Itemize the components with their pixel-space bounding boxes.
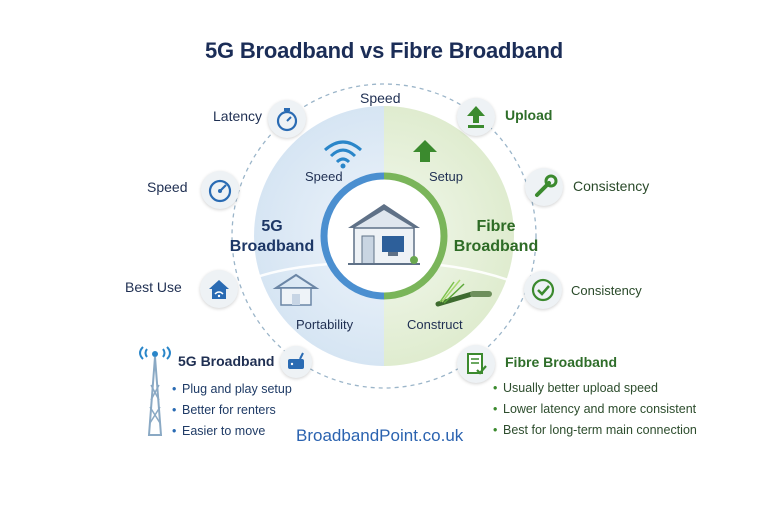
list-item: •Best for long-term main connection (493, 423, 697, 437)
list-item: •Plug and play setup (172, 382, 292, 396)
page-title: 5G Broadband vs Fibre Broadband (204, 38, 564, 63)
wifi-icon (324, 140, 362, 169)
setup-arrow-icon (413, 140, 437, 162)
inner-setup: Setup (429, 169, 463, 184)
inner-construct: Construct (407, 317, 463, 332)
right-title-line-1: Fibre (476, 218, 516, 235)
wrench-icon (525, 168, 563, 206)
inner-speed-left: Speed (305, 169, 343, 184)
left-side-title: 5G Broadband (222, 217, 322, 257)
list-item: •Easier to move (172, 424, 266, 438)
stopwatch-icon (268, 100, 306, 138)
small-house-icon (272, 273, 320, 306)
left-title-line-2: Broadband (229, 238, 315, 255)
home-wifi-icon (200, 270, 238, 308)
brand-link[interactable]: BroadbandPoint.co.uk (296, 426, 464, 445)
inner-portability: Portability (296, 317, 354, 332)
label-latency: Latency (213, 108, 263, 124)
right-panel-heading: Fibre Broadband (505, 354, 618, 370)
label-speed-left: Speed (147, 179, 188, 195)
label-speed-top: Speed (360, 90, 401, 106)
cell-tower-icon (139, 346, 171, 436)
house-icon (348, 204, 420, 265)
fibre-cable-icon (435, 279, 492, 307)
left-panel-heading: 5G Broadband (178, 353, 275, 369)
label-consistency-bottom: Consistency (571, 283, 642, 298)
right-panel-list: •Usually better upload speed •Lower late… (493, 381, 697, 444)
router-icon (280, 346, 312, 378)
list-item: •Better for renters (172, 403, 276, 417)
left-title-line-1: 5G (261, 218, 283, 235)
list-item: •Lower latency and more consistent (493, 402, 697, 416)
speedometer-icon (201, 171, 239, 209)
right-title-line-2: Broadband (453, 238, 539, 255)
left-panel-list: •Plug and play setup •Better for renters… (172, 382, 292, 445)
checkmark-icon (524, 271, 562, 309)
right-side-title: Fibre Broadband (448, 217, 544, 257)
label-consistency-top: Consistency (573, 178, 650, 194)
upload-arrow-icon (457, 98, 495, 136)
label-best-use: Best Use (125, 279, 182, 295)
document-check-icon (457, 345, 495, 383)
label-upload: Upload (505, 107, 553, 123)
list-item: •Usually better upload speed (493, 381, 658, 395)
